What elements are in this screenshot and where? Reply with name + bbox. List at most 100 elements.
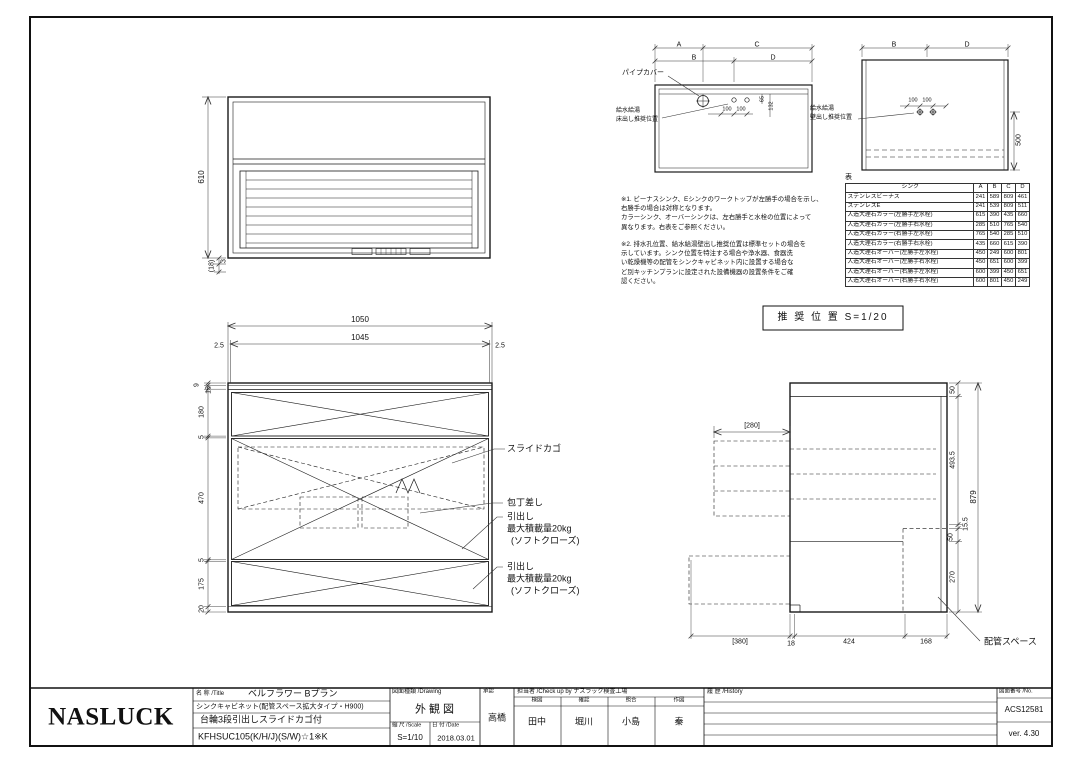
col-a: A <box>973 182 988 194</box>
recommend-position-label: 推 奨 位 置 S=1/20 <box>777 312 889 323</box>
note-1: ※1. ビーナスシンク、Eシンクのワークトップが左勝手の場合を示し、 右勝手の場… <box>621 196 823 231</box>
dim-9: 9 <box>193 383 201 387</box>
dim-132: 132 <box>768 101 775 111</box>
col-d: D <box>1015 182 1030 194</box>
label-soft-close-1: (ソフトクローズ) <box>511 535 580 546</box>
dim-5a: 5 <box>198 435 206 439</box>
table-header-row: シンク A B C D <box>845 182 1030 194</box>
checker-1: 田中 <box>527 716 547 727</box>
checker-2: 堀川 <box>574 716 594 727</box>
col-c: C <box>1001 182 1016 194</box>
dim-50-mid: 50 <box>947 533 955 541</box>
dim-175: 175 <box>198 578 206 590</box>
label-max-load-2: 最大積載量20kg <box>507 573 572 584</box>
dim-280: [280] <box>744 422 760 430</box>
product-line: 台輪3段引出しスライドカゴ付 <box>200 714 323 725</box>
role-2: 確認 <box>578 697 590 704</box>
dim-1050: 1050 <box>351 315 369 324</box>
dim-1045: 1045 <box>351 333 369 342</box>
wall-plan-dims <box>857 44 1020 172</box>
dim-424: 424 <box>843 638 855 646</box>
version: ver. 4.30 <box>1008 729 1040 738</box>
dim-879: 879 <box>969 490 978 504</box>
scale-value: S=1/10 <box>397 733 423 742</box>
nasluck-logo: NASLUCK <box>48 703 174 731</box>
dim-18: (18) <box>208 259 216 273</box>
approve-label: 承認 <box>483 688 495 695</box>
dim-493-5: 493.5 <box>949 451 957 469</box>
dim-470: 470 <box>198 492 206 504</box>
label-floor-outlet: 給水給湯 床出し推奨位置 <box>616 108 659 123</box>
plan-view-lines <box>227 96 491 259</box>
dim-5b: 5 <box>198 558 206 562</box>
drawing-type: 外観図 <box>415 703 457 716</box>
approver-name: 高橋 <box>487 712 507 723</box>
dim-D-wall: D <box>964 41 970 49</box>
model-number: KFHSUC105(K/H/J)(S/W)☆1※K <box>198 731 328 742</box>
dim-100-wall-b: 100 <box>922 97 932 104</box>
date-label: 日 付 /Date <box>432 722 460 729</box>
floor-plan-dims <box>652 44 815 119</box>
dim-100-wall-a: 100 <box>908 97 918 104</box>
front-view-dims <box>204 322 494 615</box>
role-4: 作図 <box>673 697 685 704</box>
dim-100-floor-a: 100 <box>722 106 732 113</box>
table-caption: 表 <box>845 174 852 181</box>
front-view-leaders <box>419 448 505 590</box>
side-view-dims <box>688 380 982 642</box>
dim-380: [380] <box>732 638 748 646</box>
dim-D-floor: D <box>770 54 776 62</box>
dim-610: 610 <box>197 170 206 184</box>
side-view-lines <box>688 382 948 613</box>
sheet-border <box>29 16 1053 747</box>
front-view-lines <box>227 382 493 613</box>
scale-label: 縮 尺 /Scale <box>392 722 422 729</box>
label-drawer-1: 引出し <box>507 511 535 522</box>
label-drawer-2: 引出し <box>507 561 535 572</box>
dim-65: 65 <box>759 95 766 103</box>
history-label: 履 歴 /History <box>707 689 743 695</box>
drawing-no-label: 図面番号 /No. <box>999 688 1033 695</box>
col-b: B <box>987 182 1002 194</box>
col-sink: シンク <box>845 182 974 194</box>
role-3: 照合 <box>625 697 637 704</box>
dim-500: 500 <box>1015 134 1023 146</box>
label-pipe-space: 配管スペース <box>984 636 1037 647</box>
dim-15: 15 <box>205 386 213 394</box>
dim-100-floor-b: 100 <box>736 106 746 113</box>
dim-18-side: 18 <box>787 640 795 648</box>
dim-3: 3 <box>220 259 228 263</box>
dim-15-5: 15.5 <box>962 517 970 531</box>
plan-view-dims <box>202 95 226 275</box>
drawing-type-label: 図面種類 /Drawing <box>392 689 442 695</box>
wall-plan-lines <box>861 59 1009 171</box>
label-max-load-1: 最大積載量20kg <box>507 523 572 534</box>
check-label: 担当者 /Check up by ナスラック検査工場 <box>517 689 628 695</box>
checker-3: 小島 <box>621 716 641 727</box>
label-slide-basket: スライドカゴ <box>507 443 562 454</box>
name-label: 名 称 /Title <box>196 691 225 697</box>
checker-4: 秦 <box>674 716 684 727</box>
note-2: ※2. 排水孔位置、給水給湯壁出し推奨位置は標準セットの場合を 示しています。シ… <box>621 241 807 285</box>
dim-C: C <box>754 41 760 49</box>
floor-plan-lines <box>654 84 813 173</box>
dim-B-wall: B <box>891 41 897 49</box>
product-sub: シンクキャビネット(配管スペース拡大タイプ・H900) <box>196 703 364 711</box>
dim-180: 180 <box>198 406 206 418</box>
role-1: 検図 <box>531 697 543 704</box>
dim-2-5-right: 2.5 <box>495 342 505 350</box>
title-block-lines <box>30 687 1052 746</box>
label-soft-close-2: (ソフトクローズ) <box>511 585 580 596</box>
